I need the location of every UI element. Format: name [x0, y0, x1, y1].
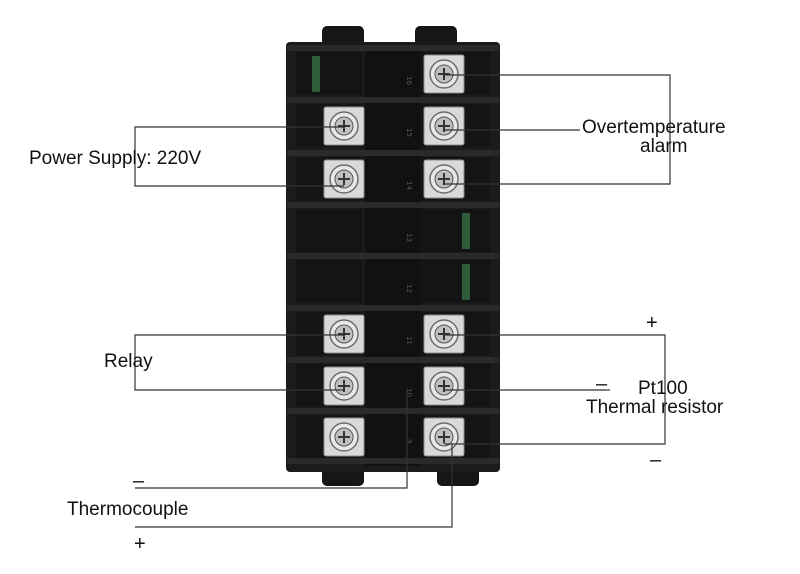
terminal-cell-left [296, 260, 362, 303]
pt100-plus-sign: + [646, 312, 658, 334]
relay-label: Relay [104, 351, 153, 372]
terminal-number: 10 [405, 388, 413, 397]
pt100-minus-sign-bottom: – [650, 449, 662, 471]
thermocouple-plus-sign: + [134, 533, 146, 555]
wire-leader-line [134, 126, 344, 187]
thermocouple-label: Thermocouple [67, 499, 189, 520]
terminal-number: 12 [405, 284, 413, 293]
terminal-cell-left [296, 209, 362, 252]
terminal-cell-left [296, 52, 362, 95]
wire-leader-line [444, 74, 671, 185]
terminal-number: 15 [405, 128, 413, 137]
terminal-rib [287, 202, 499, 208]
pcb-edge [462, 264, 470, 300]
power-supply-label: Power Supply: 220V [29, 148, 202, 169]
terminal-number: 16 [405, 76, 413, 85]
terminal-number: 13 [405, 233, 413, 242]
wire-leader-line [135, 390, 408, 489]
terminal-cell-right [420, 209, 490, 252]
terminal-number: 11 [405, 336, 413, 345]
terminal-number: 9 [405, 439, 413, 443]
wire-leader-line [134, 334, 344, 391]
pt100-label: Pt100 [638, 378, 688, 399]
terminal-rib [287, 150, 499, 156]
terminal-rib [287, 305, 499, 311]
overtemperature-label: Overtemperature [582, 117, 726, 138]
terminal-rib [287, 408, 499, 414]
top-clip-left [322, 26, 364, 46]
terminal-cell-right [420, 260, 490, 303]
terminal-rib [287, 357, 499, 363]
top-clip-right [415, 26, 457, 46]
terminal-rib [287, 458, 499, 464]
terminal-rib [287, 97, 499, 103]
alarm-label: alarm [640, 136, 688, 157]
pcb-edge [462, 213, 470, 249]
wire-leader-line [135, 444, 453, 528]
wire-leader-line [444, 334, 666, 445]
pcb-edge [312, 56, 320, 92]
terminal-number: 14 [405, 181, 413, 190]
terminal-rib [287, 253, 499, 259]
pt100-minus-sign-mid: – [596, 373, 608, 395]
thermal-resistor-label: Thermal resistor [586, 397, 724, 418]
terminal-rib [287, 45, 499, 51]
thermocouple-minus-sign: – [133, 470, 145, 492]
